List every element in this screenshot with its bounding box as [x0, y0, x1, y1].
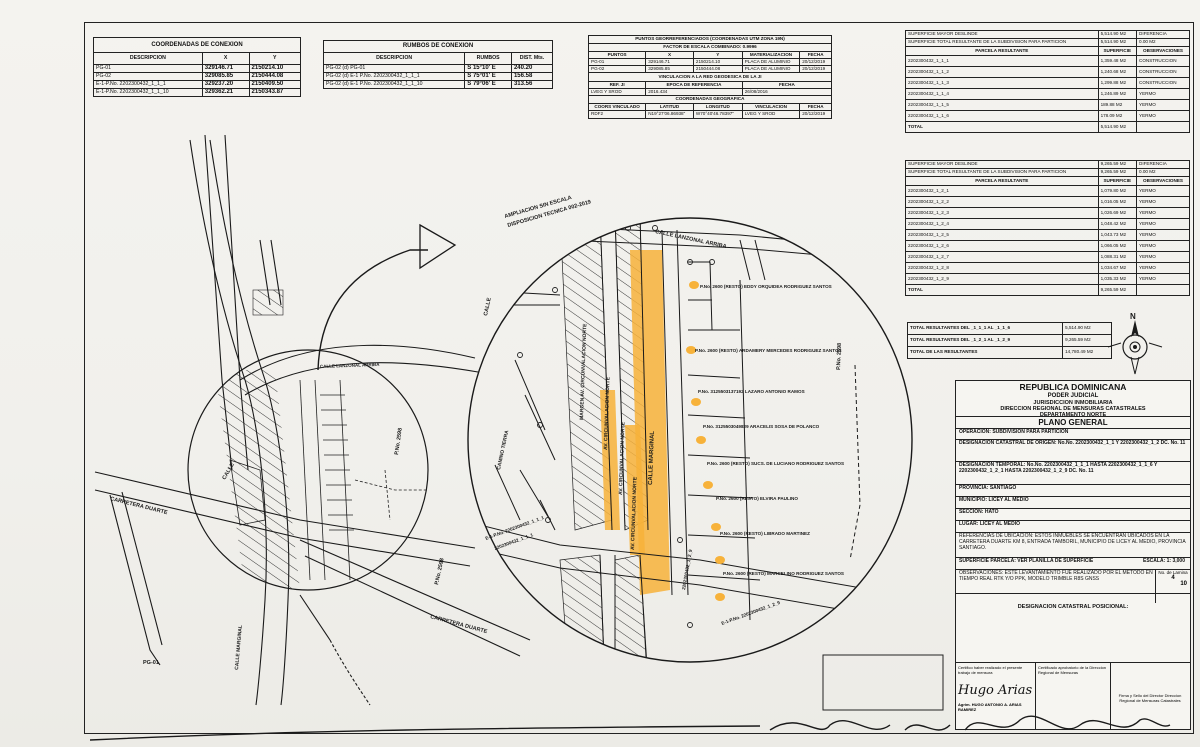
lot-label-4: P.No. 3125503049829 ARACELIS SOSA DE POL…: [703, 424, 820, 429]
lot-label-6: P.No. 2600 (RESTO) ELVIRA PAULINO: [716, 496, 798, 501]
handwritten-note: [89, 715, 1171, 741]
agrimensor-box: Certifico haber realizado el presente tr…: [956, 663, 1036, 729]
empty-box: [822, 654, 944, 711]
cell: [1136, 284, 1190, 296]
cell: 14,780.49 M2: [1062, 346, 1112, 359]
cell: 313.56: [510, 80, 554, 89]
lamina-box: No. de Lamina 4 10: [1155, 570, 1190, 603]
jurisdiccion-label: JURISDICCION INMOBILIARIA: [1033, 399, 1113, 406]
puntos-georreferenciados-table: PUNTOS GEORREFERENCIADOS (COORDENADAS UT…: [587, 35, 833, 119]
ampliacion-circle: [467, 217, 913, 663]
cell: 20/12/2019: [799, 110, 832, 119]
cell: 9,265.59 M2: [1097, 284, 1138, 296]
seccion-row: SECCION: HATO: [956, 509, 1190, 521]
plano-general-block: REPUBLICA DOMINICANA PODER JUDICIAL JURI…: [955, 380, 1191, 730]
header-block: REPUBLICA DOMINICANA PODER JUDICIAL JURI…: [956, 381, 1190, 419]
escala-label: ESCALA:: [1143, 558, 1166, 564]
republica-label: REPUBLICA DOMINICANA: [1019, 382, 1127, 392]
lot-label-1: P.No. 2600 (RESTO) EDDY ORQUIDEA RODRIGU…: [700, 284, 832, 289]
lamina-value: 4: [1171, 575, 1175, 581]
cell: TOTAL DE LAS RESULTANTES: [906, 346, 1064, 359]
signature: Hugo Arias: [958, 683, 1033, 698]
lot-label-8: P.No. 2600 (RESTO) MARCELINO RODRIGUEZ S…: [723, 571, 844, 576]
overview-roads: [94, 134, 531, 706]
certificado-box: Certificado aprobatorio de la Direccion …: [1036, 663, 1111, 729]
cell: 5,514.90 M2: [1097, 121, 1138, 133]
municipio-row: MUNICIPIO: LICEY AL MEDIO: [956, 497, 1190, 509]
carretera-duarte-label-1: CARRETERA DUARTE: [110, 496, 169, 516]
hatched-parcel: [252, 289, 284, 316]
operacion-row: OPERACION: SUBDIVISION PARA PARTICION: [956, 429, 1190, 440]
lot-label-7: P.No. 2600 (RESTO) LIBRADO MARTINEZ: [720, 531, 810, 536]
director-box: Firma y Sello del Director Direccion Reg…: [1118, 693, 1182, 703]
cell: PG-02 (d) E-1 P.No. 2202300432_1_1_10: [322, 80, 466, 89]
camino-tierra-label: CAMINO TIERRA: [496, 429, 510, 470]
observaciones-row: OBSERVACIONES: ESTE LEVANTAMIENTO FUE RE…: [956, 570, 1190, 594]
calle-label: CALLE: [483, 297, 493, 317]
lot-label-2: P.No. 2600 (RESTO) ARDAMERY MERCEDES ROD…: [695, 348, 842, 353]
firma-label-1: Certifico haber realizado el presente tr…: [958, 665, 1023, 675]
p-no-2598-label: P.No. 2598: [836, 343, 843, 370]
cell: [1136, 121, 1190, 133]
designacion-origen-row: DESIGNACION CATASTRAL DE ORIGEN: No.No. …: [956, 440, 1190, 462]
circunvalacion-label-3: AV. CIRCUNVALACION NORTE: [630, 476, 639, 550]
superficie-label: SUPERFICIE PARCELA: VER PLANILLA DE SUPE…: [959, 558, 1094, 564]
lanzonal-small-label: CALLE LANZONAL ARRIBA: [320, 362, 380, 369]
direccion-label: DIRECCION REGIONAL DE MENSURAS CATASTRAL…: [1000, 405, 1146, 412]
superficie-row: SUPERFICIE PARCELA: VER PLANILLA DE SUPE…: [956, 558, 1190, 570]
poder-label: PODER JUDICIAL: [1047, 392, 1099, 399]
lamina-label: No. de Lamina: [1158, 570, 1188, 575]
escala-number: 1: 3,000: [1166, 558, 1185, 564]
highlight-marks: [686, 281, 725, 601]
calle-marginal-small-label: CALLE MARGINAL: [234, 625, 244, 670]
rumbos-conexion-table: RUMBOS DE CONEXION DESCRIPCION RUMBOS DI…: [322, 40, 554, 89]
lugar-row: LUGAR: LICEY AL MEDIO: [956, 521, 1190, 533]
arrow-curve: [317, 249, 428, 371]
designacion-temporal-row: DESIGNACION TEMPORAL: No.No. 2202300432_…: [956, 462, 1190, 485]
carretera-duarte-label-2: CARRETERA DUARTE: [429, 614, 488, 635]
p-no-2598-small-label: P.No. 2598: [394, 428, 404, 456]
north-arrow-icon: N: [1107, 312, 1163, 375]
cell: 2150343.87: [248, 88, 302, 97]
coordenadas-conexion-table: COORDENADAS DE CONEXION DESCRIPCION X Y …: [93, 37, 302, 97]
cell: 5,514.90 M2: [1062, 322, 1112, 335]
circunvalacion-label: AV. CIRCUNVALACION NORTE: [618, 421, 627, 495]
margen-label: MARGEN AV. CIRCUNVALACION NORTE: [579, 323, 588, 420]
lot-label-3: P.No. 3125503137192 LAZARO ANTONIO RAMOS: [698, 389, 805, 394]
calle-marginal-label: CALLE MARGINAL: [648, 431, 656, 486]
escala-value: ESCALA: 1: 3,000: [1143, 558, 1185, 565]
pg01-label: PG-01: [143, 660, 159, 666]
cell: W70°40'46.78397": [692, 110, 743, 119]
ei-1-label: E-1-P.No. 2202300432_1_2_9: [721, 600, 781, 626]
sheet-frame: [84, 22, 1194, 734]
north-label: N: [1130, 312, 1136, 321]
location-inset-circle: [187, 349, 429, 591]
provincia-row: PROVINCIA: SANTIAGO: [956, 485, 1190, 497]
referencias-row: REFERENCIAS DE UBICACION: ESTOS INMUEBLE…: [956, 533, 1190, 558]
cell: TOTAL: [905, 121, 1099, 133]
lamina-total: 10: [1180, 581, 1187, 587]
p-no-2598-mid-label: P.No. 2598: [434, 558, 446, 586]
cell: RDF2: [587, 110, 647, 119]
agrimensor-label: Agrim. HUGO ANTONIO A. ARIAS RAMIREZ: [958, 702, 1022, 712]
arrow-head-icon: [419, 223, 457, 270]
circunvalacion-label-2: AV. CIRCUNVALACION NORTE: [603, 376, 612, 450]
cell: E-1-P.No. 2202300432_1_1_10: [93, 88, 203, 97]
calle-lanzonal-label: CALLE LANZONAL ARRIBA: [655, 229, 727, 250]
plano-title: PLANO GENERAL: [956, 417, 1190, 429]
departamento-label: DEPARTAMENTO NORTE: [1039, 412, 1107, 419]
designacion-posicional-row: DESIGNACION CATASTRAL POSICIONAL:: [956, 603, 1190, 663]
lot-label-5: P.No. 2600 (RESTO) SUCS. DE LUCIANO RODR…: [707, 461, 844, 466]
